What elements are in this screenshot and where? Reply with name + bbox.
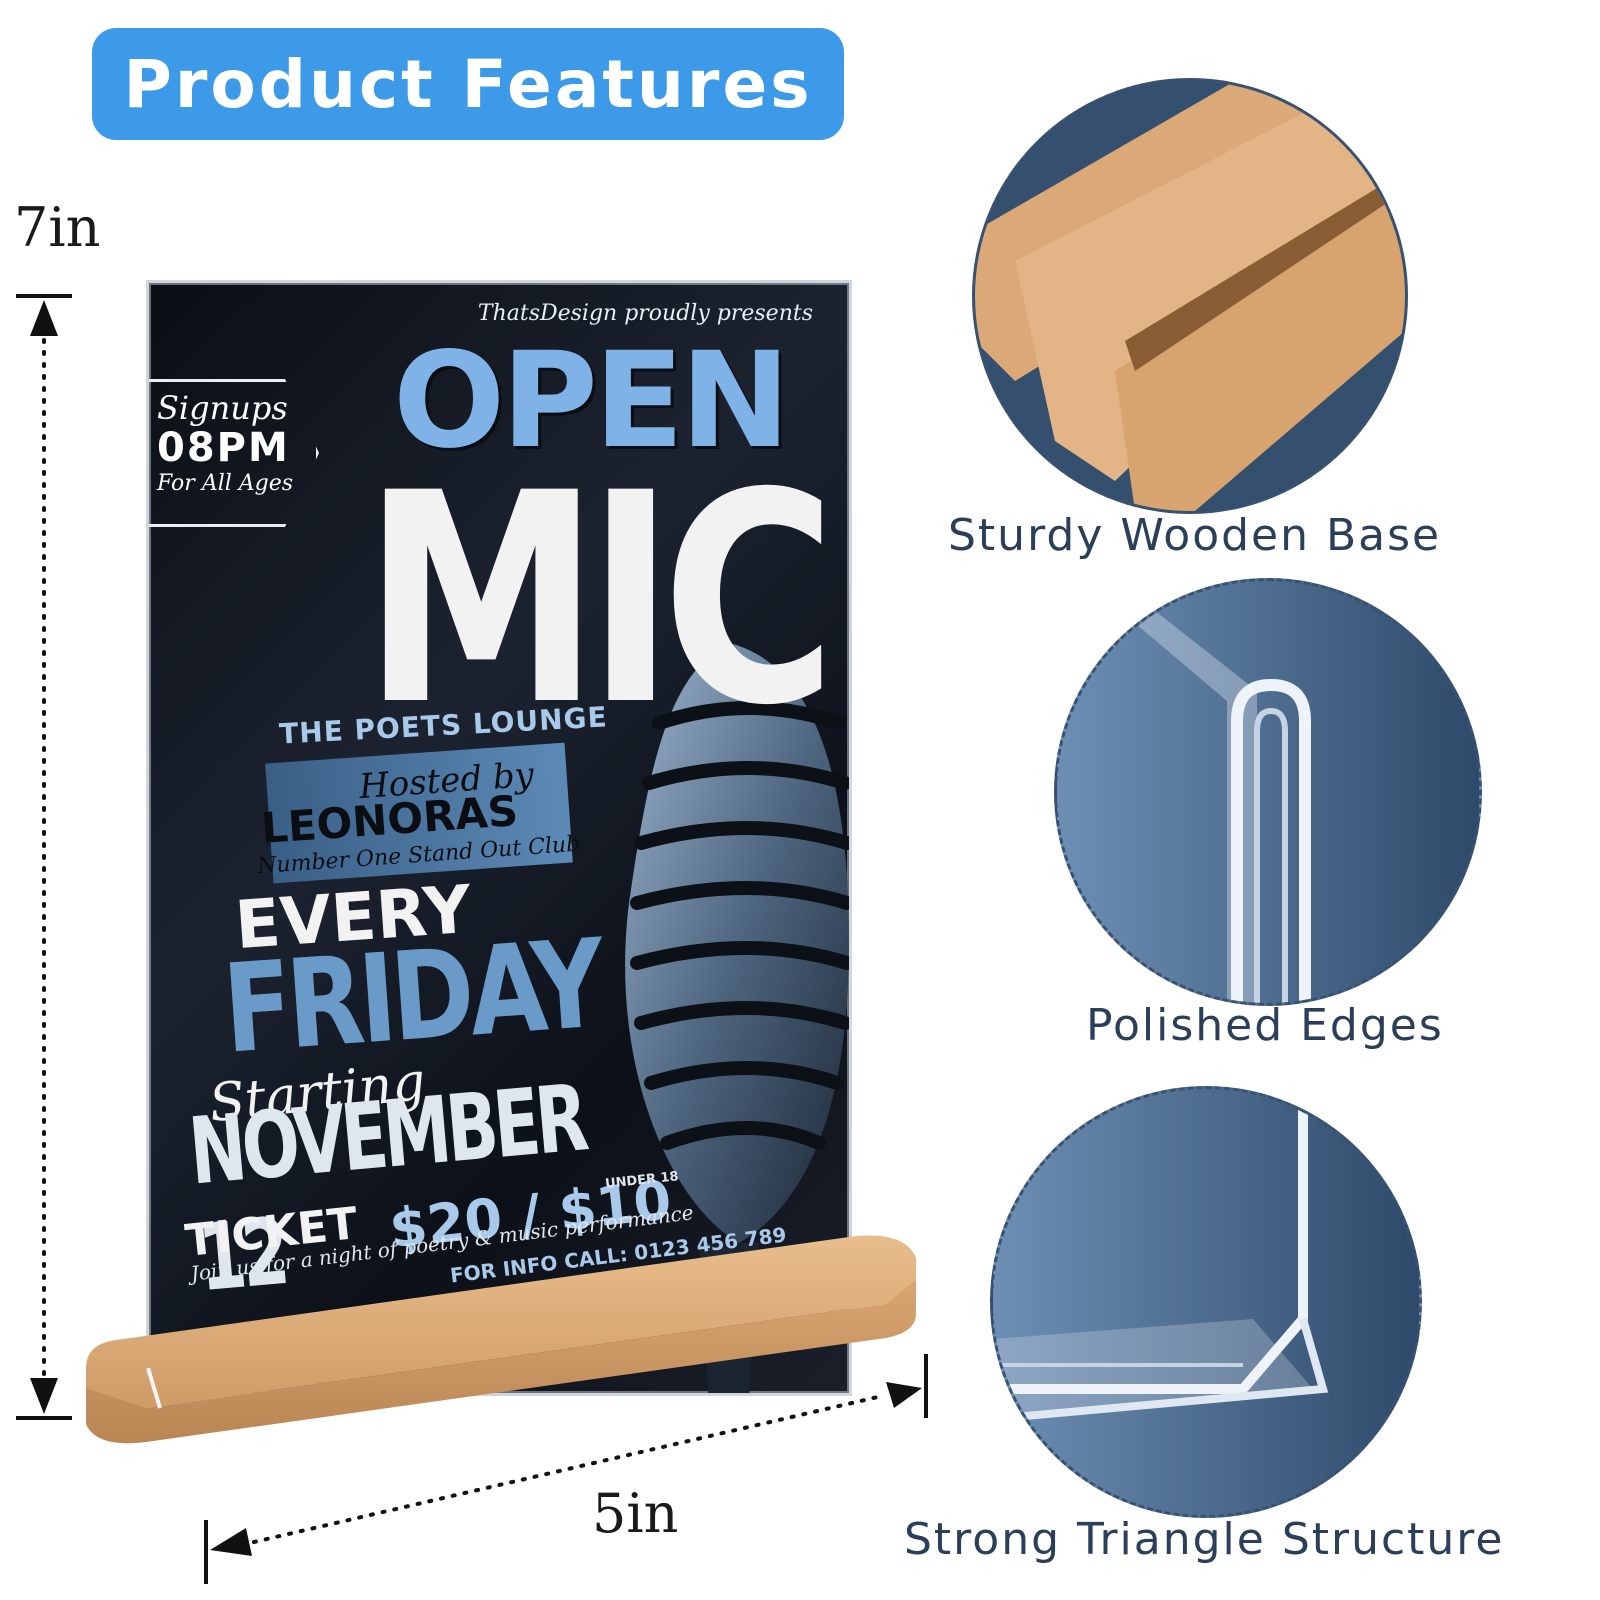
poster-open: OPEN [393, 324, 791, 478]
poster-presents: ThatsDesign proudly presents [477, 301, 813, 326]
width-label: 5in [592, 1482, 679, 1545]
feature-label-triangle-structure: Strong Triangle Structure [904, 1514, 1505, 1565]
height-dimension-line [16, 294, 72, 1420]
polished-edges-closeup [1054, 578, 1482, 1006]
wood-closeup-image [975, 81, 1405, 511]
banner-title: Product Features [123, 45, 813, 123]
poster-mic: MIC [363, 432, 836, 769]
wooden-base [86, 1235, 916, 1444]
signups-line1: Signups [157, 389, 288, 427]
signups-line3: For All Ages [157, 471, 294, 496]
height-label: 7in [14, 196, 101, 259]
edge-closeup-image [1097, 581, 1311, 1003]
structure-closeup-image [993, 1089, 1329, 1423]
feature-label-wooden-base: Sturdy Wooden Base [948, 510, 1442, 561]
signups-line2: 08PM [157, 425, 290, 471]
acrylic-panel: ThatsDesign proudly presents Signups 08P… [146, 280, 852, 1396]
sign-holder: ThatsDesign proudly presents Signups 08P… [86, 268, 946, 1518]
signups-badge: Signups 08PM For All Ages [149, 379, 319, 527]
feature-label-polished-edges: Polished Edges [1086, 1000, 1444, 1051]
width-dimension-line [204, 1354, 928, 1584]
wooden-base-closeup [972, 78, 1408, 514]
title-banner: Product Features [92, 28, 844, 140]
triangle-structure-closeup [990, 1086, 1422, 1518]
